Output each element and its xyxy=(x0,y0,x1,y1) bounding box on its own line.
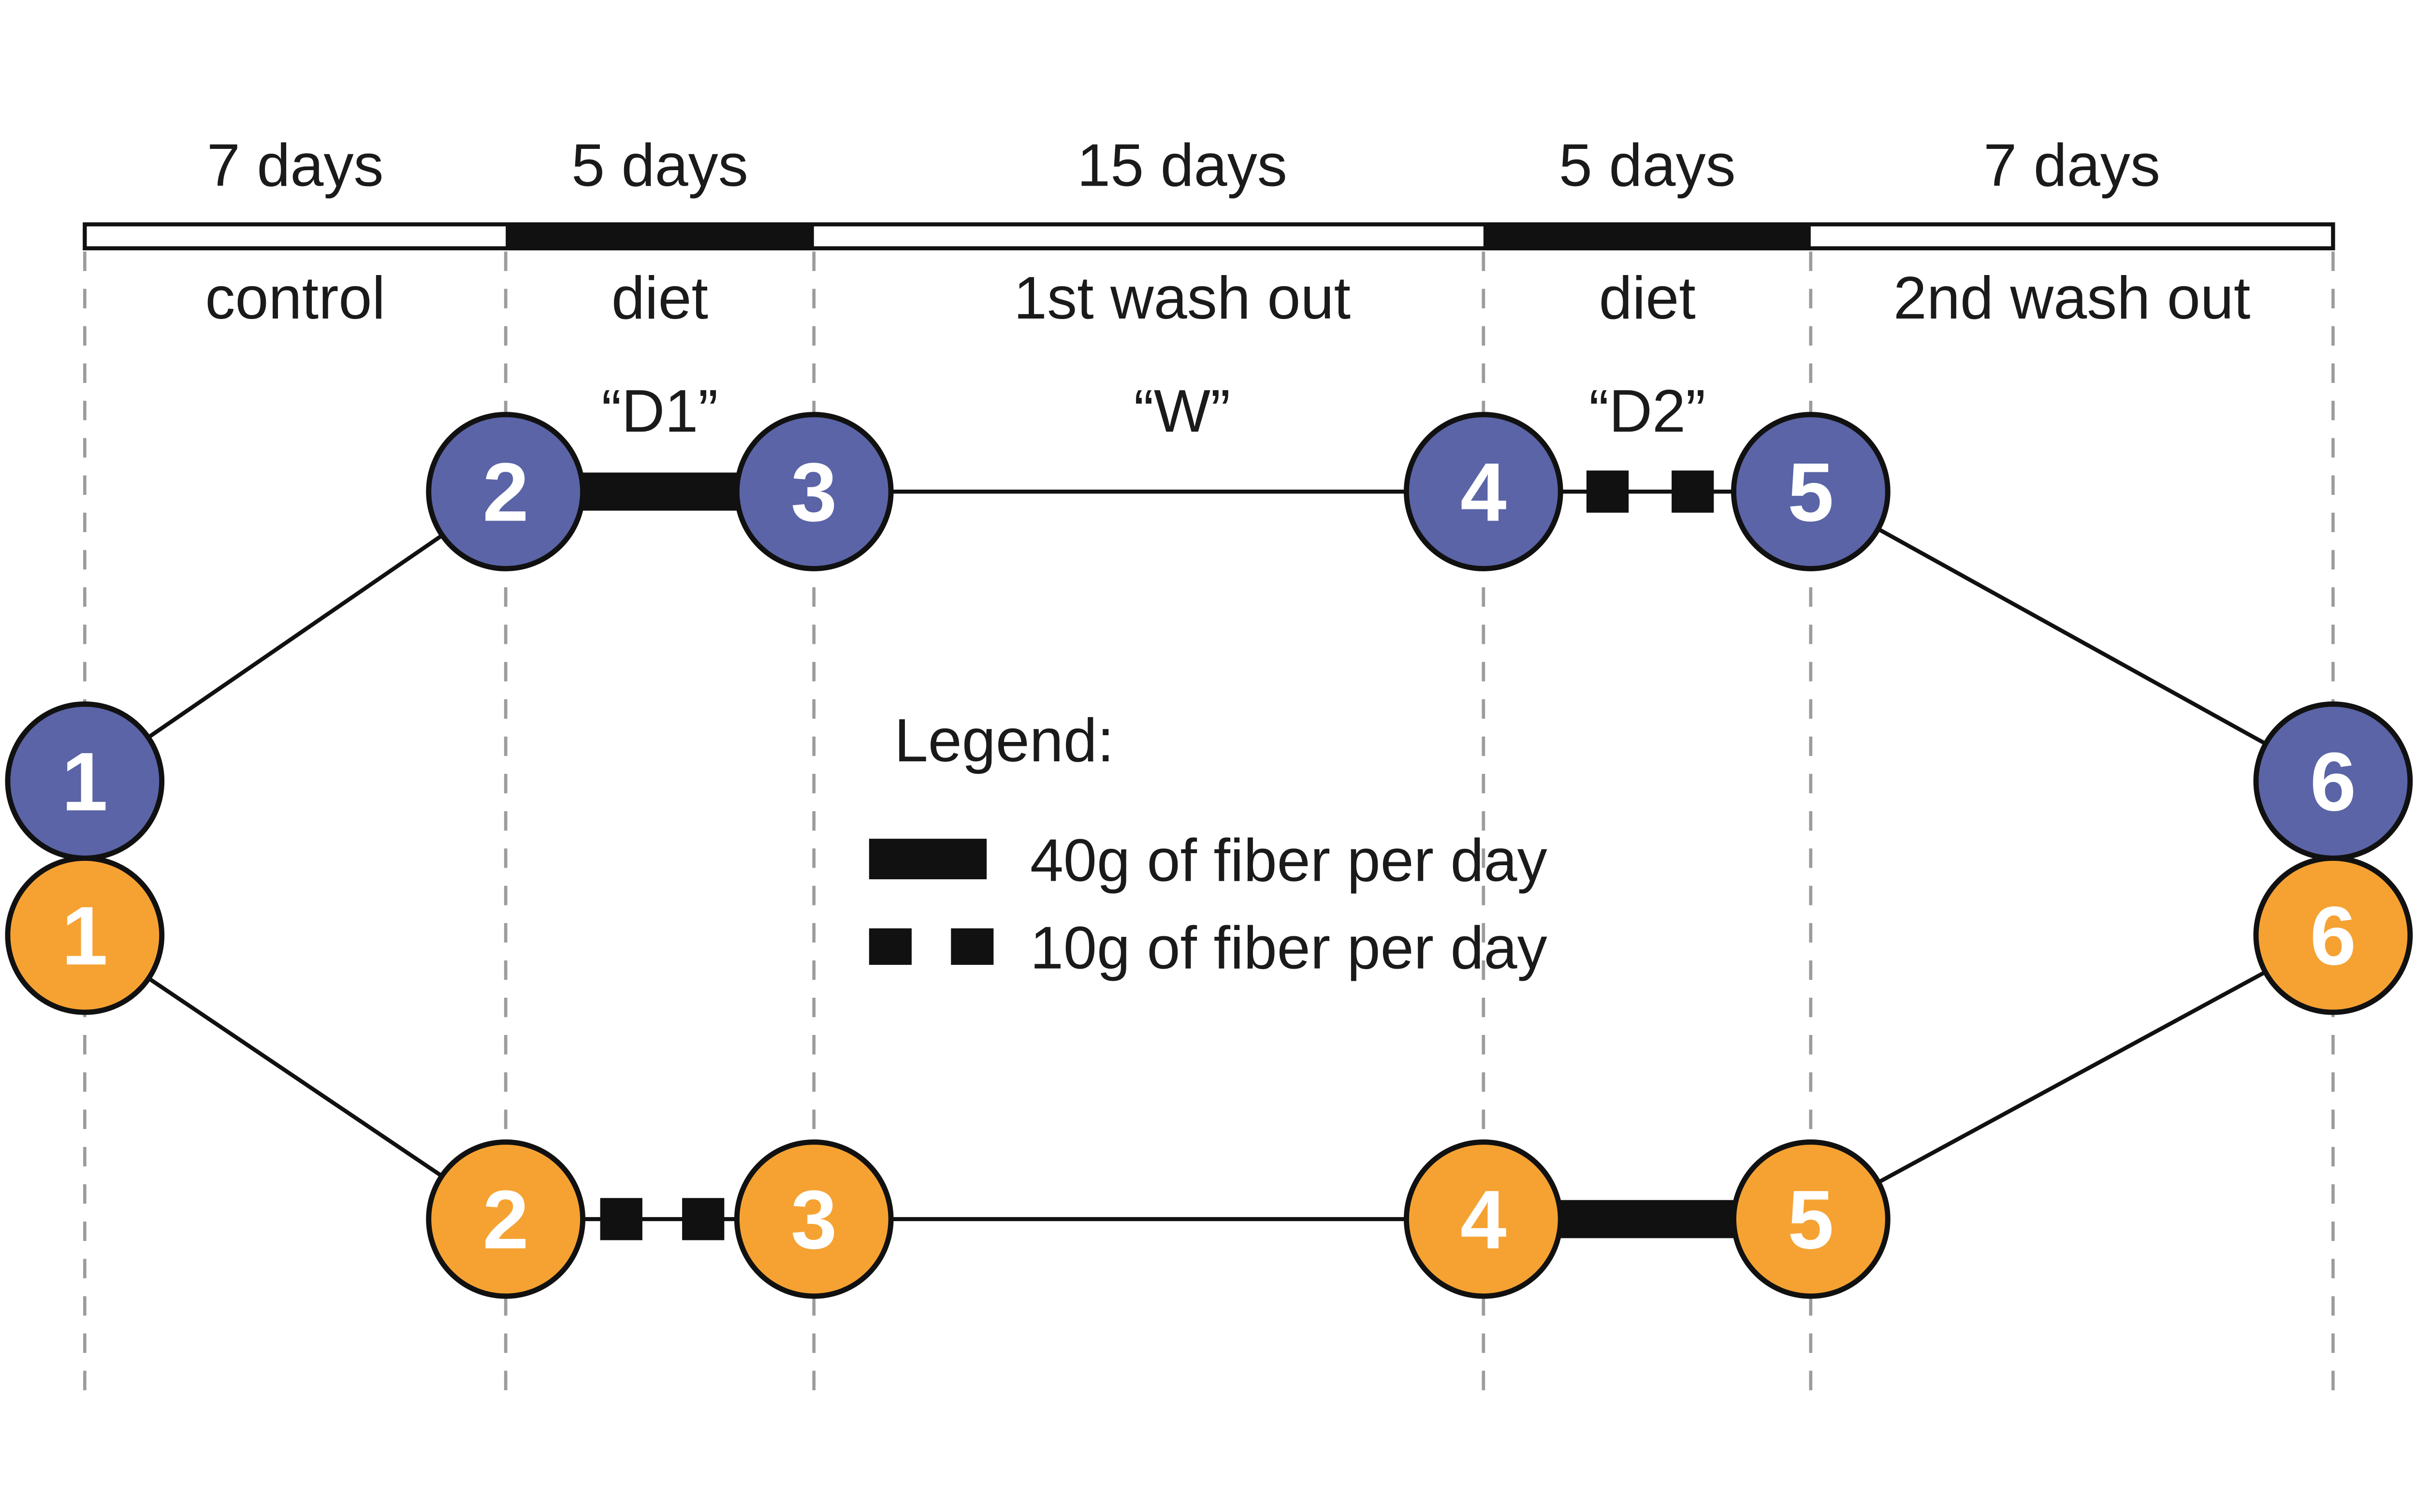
node-number: 6 xyxy=(2310,735,2357,828)
fiber-10g-square-blue-b xyxy=(1672,470,1714,513)
code-label-d1: “D1” xyxy=(601,378,718,445)
node-orange-1 xyxy=(5,855,165,1015)
timeline-diet-segment-1 xyxy=(506,222,814,250)
legend-40g-swatch xyxy=(869,839,987,880)
node-blue-2 xyxy=(426,412,585,571)
fiber-10g-square-orange-b xyxy=(682,1198,725,1240)
duration-label-control: 7 days xyxy=(207,132,384,199)
node-number: 2 xyxy=(482,1173,529,1266)
edge-blue-1-2 xyxy=(83,490,507,783)
node-orange-6 xyxy=(2253,855,2413,1015)
edge-blue-5-6 xyxy=(1809,490,2334,783)
node-number: 6 xyxy=(2310,889,2357,982)
legend: Legend: 40g of fiber per day 10g of fibe… xyxy=(869,706,1547,982)
edge-orange-5-6 xyxy=(1809,933,2334,1221)
node-blue-3 xyxy=(734,412,894,571)
fiber-10g-square-orange-a xyxy=(600,1198,642,1240)
legend-10g-swatch-b xyxy=(951,928,994,965)
duration-label-diet2: 5 days xyxy=(1559,132,1736,199)
node-orange-4 xyxy=(1403,1139,1563,1299)
code-label-w: “W” xyxy=(1134,378,1231,445)
fiber-40g-bar-blue-2-3 xyxy=(581,472,739,511)
node-number: 1 xyxy=(62,735,108,828)
legend-40g-label: 40g of fiber per day xyxy=(1030,827,1547,894)
code-label-d2: “D2” xyxy=(1589,378,1705,445)
node-number: 4 xyxy=(1460,446,1507,538)
duration-label-diet1: 5 days xyxy=(571,132,748,199)
fiber-10g-square-blue-a xyxy=(1586,470,1629,513)
phase-label-washout1: 1st wash out xyxy=(1014,265,1351,332)
node-number: 3 xyxy=(791,1173,837,1266)
node-blue-5 xyxy=(1731,412,1891,571)
edge-orange-1-2 xyxy=(83,933,507,1221)
phase-label-diet1: diet xyxy=(612,265,708,332)
node-number: 1 xyxy=(62,889,108,982)
legend-10g-swatch-a xyxy=(869,928,912,965)
node-orange-2 xyxy=(426,1139,585,1299)
timeline-bar xyxy=(83,222,2335,250)
node-number: 2 xyxy=(482,446,529,538)
duration-label-washout1: 15 days xyxy=(1077,132,1287,199)
timeline-diet-segment-2 xyxy=(1483,222,1811,250)
node-number: 3 xyxy=(791,446,837,538)
node-blue-4 xyxy=(1403,412,1563,571)
phase-label-washout2: 2nd wash out xyxy=(1893,265,2251,332)
node-number: 4 xyxy=(1460,1173,1507,1266)
phase-label-diet2: diet xyxy=(1599,265,1696,332)
node-orange-3 xyxy=(734,1139,894,1299)
node-number: 5 xyxy=(1788,446,1834,538)
legend-10g-label: 10g of fiber per day xyxy=(1030,915,1547,982)
fiber-40g-bar-orange-4-5 xyxy=(1558,1200,1733,1238)
phase-label-control: control xyxy=(205,265,385,332)
duration-label-washout2: 7 days xyxy=(1983,132,2160,199)
node-number: 5 xyxy=(1788,1173,1834,1266)
node-orange-5 xyxy=(1731,1139,1891,1299)
legend-title: Legend: xyxy=(894,706,1114,774)
